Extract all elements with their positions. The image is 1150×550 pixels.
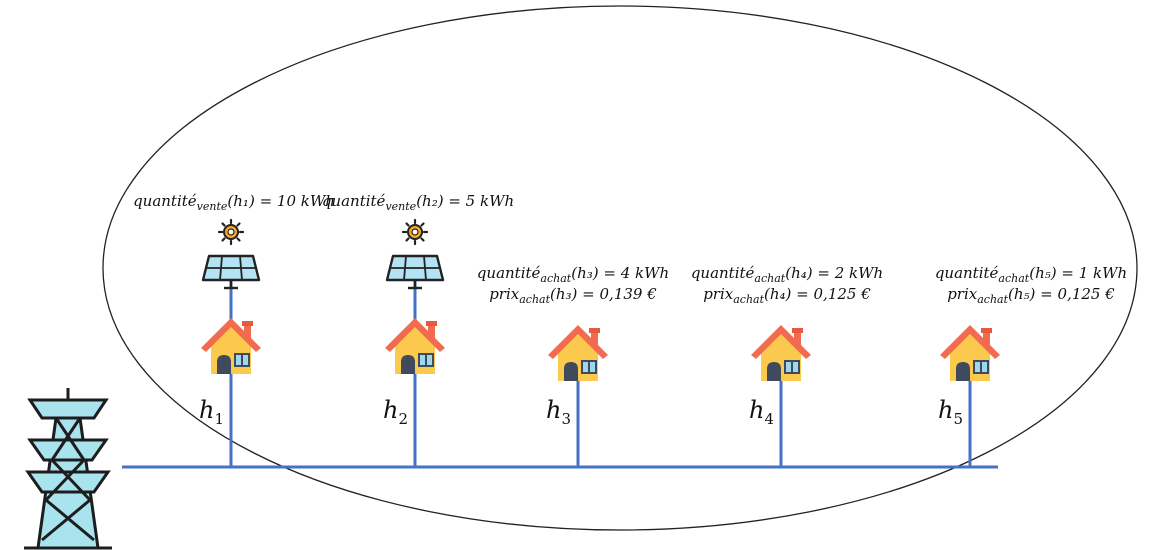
- sell-quantity-h1: quantitévente(h₁) = 10 kWh: [133, 192, 335, 213]
- house-icon: [201, 318, 261, 374]
- house-node-h3: h3 quantitéachat(h₃) = 4 kWhprixachat(h₃)…: [477, 264, 669, 467]
- buy-quantity-h4: quantitéachat(h₄) = 2 kWh: [691, 264, 883, 285]
- house-icon: [385, 318, 445, 374]
- houses-layer: h1 quantitévente(h₁) = 10 kWh h2 quantitéve…: [133, 192, 1127, 467]
- community-boundary: [102, 5, 1138, 531]
- house-label-h5: h5: [938, 396, 963, 428]
- buy-price-h3: prixachat(h₃) = 0,139 €: [489, 285, 657, 306]
- sell-quantity-h2: quantitévente(h₂) = 5 kWh: [322, 192, 514, 213]
- house-node-h5: h5 quantitéachat(h₅) = 1 kWhprixachat(h₅)…: [935, 264, 1127, 467]
- house-node-h1: h1 quantitévente(h₁) = 10 kWh: [133, 192, 335, 467]
- solar-panel-icon: [201, 218, 261, 290]
- house-label-h1: h1: [199, 396, 224, 428]
- house-icon: [751, 325, 811, 381]
- buy-price-h4: prixachat(h₄) = 0,125 €: [703, 285, 871, 306]
- buy-price-h5: prixachat(h₅) = 0,125 €: [947, 285, 1115, 306]
- buy-quantity-h5: quantitéachat(h₅) = 1 kWh: [935, 264, 1127, 285]
- house-label-h3: h3: [546, 396, 571, 428]
- house-node-h2: h2 quantitévente(h₂) = 5 kWh: [322, 192, 514, 467]
- buy-quantity-h3: quantitéachat(h₃) = 4 kWh: [477, 264, 669, 285]
- house-label-h2: h2: [383, 396, 408, 428]
- house-node-h4: h4 quantitéachat(h₄) = 2 kWhprixachat(h₄)…: [691, 264, 883, 467]
- power-pylon-icon: [24, 388, 112, 550]
- house-label-h4: h4: [749, 396, 774, 428]
- house-icon: [940, 325, 1000, 381]
- solar-panel-icon: [385, 218, 445, 290]
- house-icon: [548, 325, 608, 381]
